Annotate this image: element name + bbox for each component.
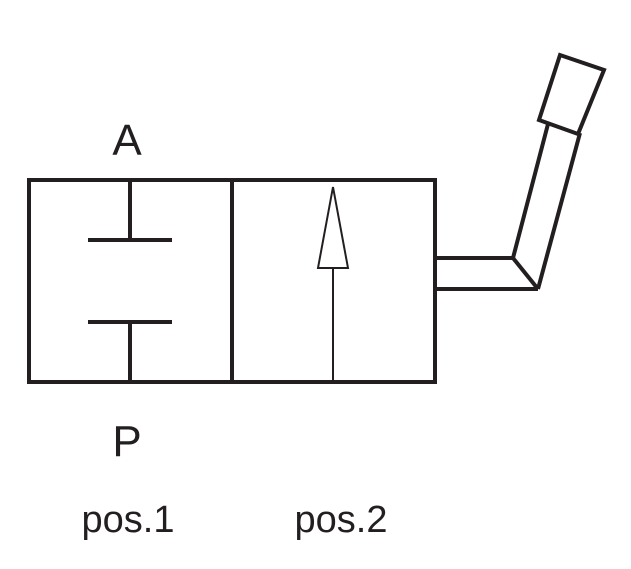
position-2-flow-arrow — [316, 186, 350, 382]
lever-icon — [435, 52, 607, 291]
port-p-label: P — [112, 417, 141, 466]
position-1-label: pos.1 — [82, 499, 175, 541]
lever-handle — [536, 52, 607, 137]
lever-arm-right — [536, 132, 582, 290]
position-1-blocked-symbol — [88, 180, 172, 382]
position-2-label: pos.2 — [295, 499, 388, 541]
lever-pivot — [511, 256, 540, 291]
arrow-head — [316, 186, 350, 269]
lever-arm-left — [511, 123, 550, 259]
port-a-label: A — [112, 116, 142, 165]
